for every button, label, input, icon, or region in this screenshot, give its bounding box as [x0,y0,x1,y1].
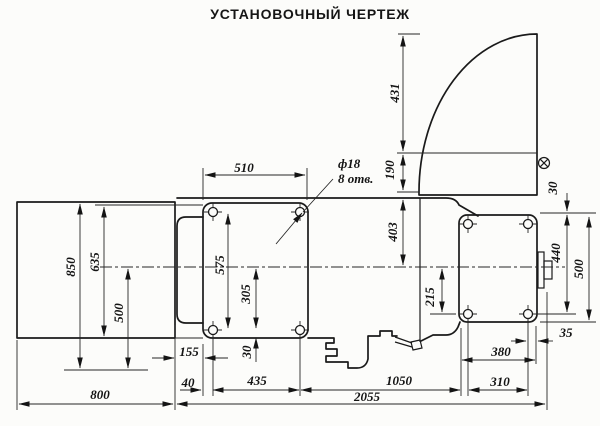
dim-label-403: 403 [385,222,400,243]
dim-label-155: 155 [179,344,199,359]
clamp-bracket-boss [543,260,553,280]
dim-label-435: 435 [246,373,267,388]
dim-label-30: 30 [239,345,254,360]
bolt-hole [519,215,537,233]
dim-label-40: 40 [181,375,196,390]
bed-left-tab [176,216,204,324]
dim-label-2055: 2055 [353,389,381,404]
dim-label-310: 310 [489,374,510,389]
extension-lines [16,33,596,410]
dim-label-1050: 1050 [386,373,413,388]
dimension-lines [18,35,592,407]
small-bracket [410,339,423,351]
dim-label-380: 380 [490,344,511,359]
dim-label-500: 500 [571,259,586,279]
dim-label-30: 30 [545,181,560,196]
guard-outline [418,33,538,196]
dim-label-635: 635 [87,252,102,272]
left-cabinet-outline [16,201,176,339]
dim-label-500: 500 [111,303,126,323]
dim-label-ф18: ф18 [338,156,361,171]
dim-label-440: 440 [548,243,563,264]
dim-label-215: 215 [422,287,437,308]
dim-label-800: 800 [90,387,110,402]
bed-bottom-silhouette [307,330,398,369]
dim-label-510: 510 [234,160,254,175]
dim-label-305: 305 [238,284,253,305]
bed-top-edge [176,197,479,217]
mounting-holes [204,203,537,339]
bolt-hole [204,321,222,339]
hole-note-leader-arrow [275,212,303,245]
hole-note-leader [302,178,334,213]
bed-bottom-right-edge [420,321,461,342]
right-mounting-pad [458,214,538,323]
dim-label-35: 35 [559,325,574,340]
bolt-hole [459,215,477,233]
dim-label-575: 575 [212,255,227,275]
dim-label-8 отв.: 8 отв. [338,171,373,186]
bracket-leader-lines [394,336,413,348]
drawing-title: УСТАНОВОЧНЫЙ ЧЕРТЕЖ [210,6,410,22]
power-inlet-symbol [537,156,551,170]
bolt-hole [204,203,222,221]
clamp-bracket-bar [537,251,545,289]
dim-label-431: 431 [387,83,402,104]
dim-label-850: 850 [63,257,78,277]
dim-label-190: 190 [382,160,397,180]
machine-outline [16,33,553,369]
